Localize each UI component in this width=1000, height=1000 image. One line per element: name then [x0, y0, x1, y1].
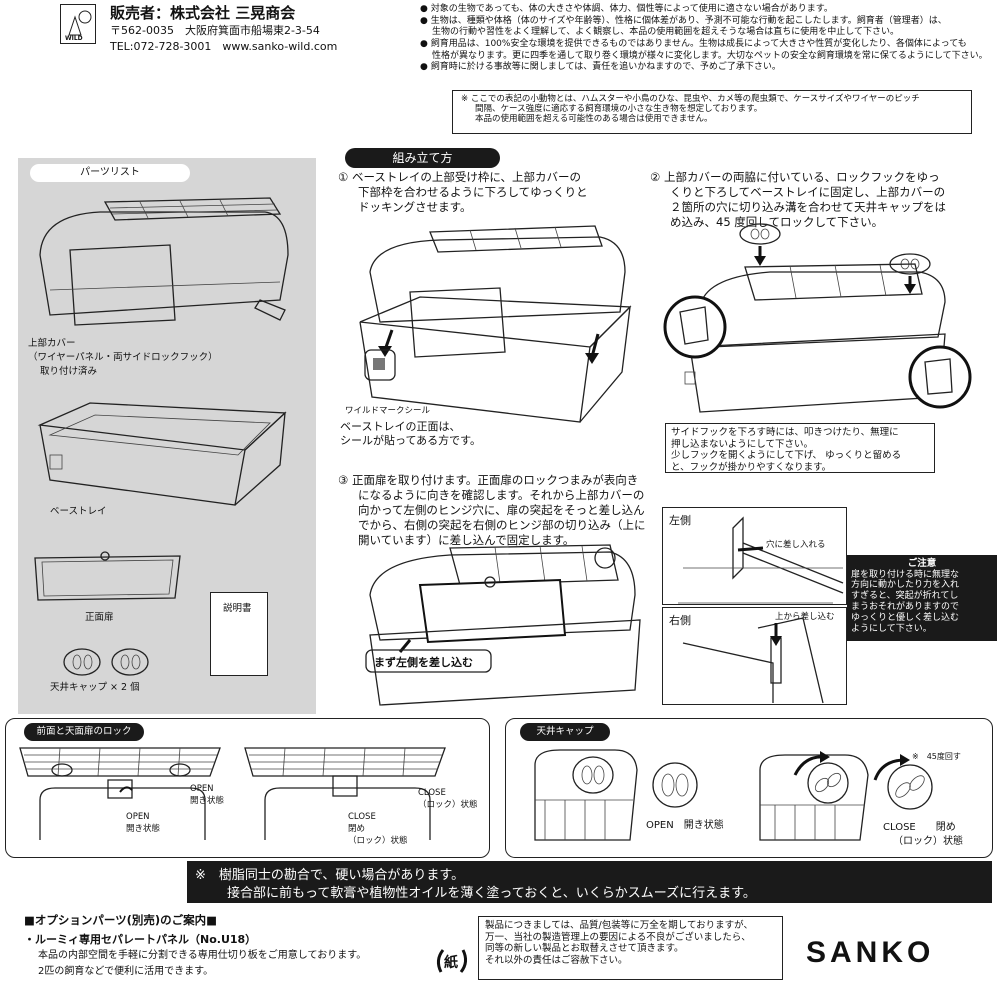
- cover-label-1: 上部カバー: [28, 338, 76, 349]
- cap-close-label-1: CLOSE 閉め: [883, 822, 956, 833]
- step2-note-3: 少しフックを開くようにして下げ、 ゆっくりと留める: [671, 450, 902, 462]
- step1-note-2: シールが貼ってある方です。: [340, 434, 482, 447]
- cover-label-2: （ワイヤーパネル・両サイドロックフック）: [28, 352, 218, 363]
- options-desc-2: 2匹の飼育などで便利に活用できます。: [38, 966, 214, 977]
- options-item: ・ルーミィ専用セパレートパネル（No.U18）: [24, 933, 257, 946]
- right-sub: 上から差し込む: [775, 612, 835, 622]
- door-drawing: [34, 551, 181, 601]
- left-label: 左側: [669, 514, 691, 527]
- step1-note-1: ベーストレイの正面は、: [340, 420, 461, 433]
- caution-6: ようにして下さい。: [851, 623, 932, 634]
- seller-address: 〒562-0035 大阪府箕面市船場東2-3-54: [110, 24, 320, 37]
- lock-title: 前面と天面扉のロック: [24, 723, 144, 741]
- manual-label: 説明書: [223, 603, 252, 614]
- cover-drawing: [39, 197, 289, 326]
- caution-box: ご注意 扉を取り付ける時に無理な 方向に動かしたり力を入れ すぎると、突起が折れ…: [847, 555, 997, 641]
- step2-drawing: [663, 223, 972, 413]
- lock-close-drawing: [244, 747, 446, 840]
- banner-line-1: ※ 樹脂同士の勘合で、硬い場合があります。: [195, 868, 465, 883]
- step1-text: ① ベーストレイの上部受け枠に、上部カバーの 下部枠を合わせるように下ろしてゆっ…: [338, 170, 588, 214]
- cap-open-label: OPEN 開き状態: [646, 820, 724, 831]
- caution-3: すぎると、突起が折れてし: [851, 591, 959, 602]
- right-detail: 右側 上から差し込む: [662, 607, 847, 705]
- cap-section: [505, 718, 993, 858]
- left-detail: 左側 穴に差し入れる: [662, 507, 847, 605]
- options-title: ■オプションパーツ(別売)のご案内■: [24, 913, 218, 927]
- lock-close-3: CLOSE: [348, 812, 376, 822]
- scope-note-1: ※ ここでの表記の小動物とは、ハムスターや小鳥のひな、昆虫や、カメ等の爬虫類で、…: [461, 94, 920, 104]
- cap-title: 天井キャップ: [520, 723, 610, 741]
- assembly-title: 組み立て方: [345, 148, 500, 168]
- banner-line-2: 接合部に前もって軟膏や植物性オイルを薄く塗っておくと、いくらかスムーズに行えます…: [227, 886, 756, 901]
- lock-section: [5, 718, 490, 858]
- brand-logo: SANKO: [806, 936, 935, 969]
- step1-drawing: [359, 225, 632, 423]
- lock-open-2b: 開き状態: [126, 824, 161, 834]
- caution-1: 扉を取り付ける時に無理な: [851, 569, 960, 580]
- right-label: 右側: [669, 614, 691, 627]
- warning-banner: ※ 樹脂同士の勘合で、硬い場合があります。 接合部に前もって軟膏や植物性オイルを…: [187, 861, 992, 903]
- notice-4: ● 飼育用品は、100%安全な環境を提供できるものではありません。生物は成長によ…: [420, 39, 967, 50]
- quality-box: 製品につきましては、品質/包装等に万全を期しておりますが、 万一、当社の製造管理…: [478, 916, 783, 980]
- quality-2: 万一、当社の製造管理上の要因による不良がございましたら、: [485, 931, 751, 943]
- step1-seal-label: ワイルドマークシール: [345, 406, 431, 416]
- tray-label: ベーストレイ: [50, 506, 107, 517]
- caution-5: ゆっくりと優しく差し込む: [851, 612, 960, 623]
- scope-note-box: ※ ここでの表記の小動物とは、ハムスターや小鳥のひな、昆虫や、カメ等の爬虫類で、…: [452, 90, 972, 134]
- caution-title: ご注意: [907, 558, 937, 569]
- step3-text: ③ 正面扉を取り付けます。正面扉のロックつまみが表向き になるように向きを確認し…: [338, 473, 646, 547]
- lock-open-1: OPEN: [190, 784, 214, 794]
- step2-note-2: 押し込まないようにして下さい。: [671, 438, 814, 450]
- caution-2: 方向に動かしたり力を入れ: [851, 580, 960, 591]
- cover-label-3: 取り付け済み: [40, 366, 98, 377]
- step2-note-1: サイドフックを下ろす時には、叩きつけたり、無理に: [671, 427, 899, 438]
- lock-open-1b: OPEN: [126, 812, 150, 822]
- seller-contact: TEL:072-728-3001 www.sanko-wild.com: [110, 40, 338, 53]
- tree-sun-icon: [68, 10, 92, 38]
- lock-close-5: （ロック）状態: [348, 836, 408, 846]
- cap-close-label-2: （ロック）状態: [893, 836, 963, 847]
- door-label: 正面扉: [85, 612, 114, 623]
- step2-note-box: サイドフックを下ろす時には、叩きつけたり、無理に 押し込まないようにして下さい。…: [665, 423, 935, 473]
- step2-text: ② 上部カバーの両脇に付いている、ロックフックをゆっ くりと下ろしてベーストレイ…: [650, 170, 946, 229]
- caps-label: 天井キャップ × 2 個: [50, 682, 140, 693]
- lock-close-4: 閉め: [348, 824, 366, 834]
- lock-close-2: （ロック）状態: [418, 800, 478, 810]
- seller-logo: WILD: [60, 4, 96, 44]
- scope-note-2: 間隔、ケース強度に適応する飼育環境の小さな生き物を想定しております。: [475, 104, 763, 115]
- quality-1: 製品につきましては、品質/包装等に万全を期しておりますが、: [485, 920, 753, 931]
- caps-drawing: [63, 648, 149, 676]
- lock-open-2: 開き状態: [190, 796, 225, 806]
- recycle-icon: [436, 949, 468, 973]
- logo-text: WILD: [65, 35, 83, 42]
- cap-open-drawing: [534, 749, 698, 841]
- cap-rotate-note: ※ 45度回す: [912, 752, 961, 761]
- step3-drawing: [365, 544, 641, 706]
- recycle-mark: 紙: [433, 942, 471, 980]
- step3-callout: まず左側を差し込む: [374, 656, 473, 669]
- left-sub: 穴に差し入れる: [766, 540, 826, 550]
- notice-5: 性格が異なります。更に四季を通して取り巻く環境が様々に変化します。大切なペットの…: [432, 50, 988, 61]
- notice-2: ● 生物は、種類や体格（体のサイズや年齢等）、性格に個体差があり、予測不可能な行…: [420, 15, 947, 26]
- cap-close-drawing: [759, 751, 933, 841]
- lock-close-1: CLOSE: [418, 788, 446, 798]
- notice-6: ● 飼育時に於ける事故等に関しましては、責任を追いかねますので、予めご了承下さい…: [420, 62, 781, 73]
- step2-note-4: と、フックが掛かりやすくなります。: [671, 461, 832, 473]
- options-desc-1: 本品の内部空間を手軽に分割できる専用仕切り板をご用意しております。: [38, 950, 367, 961]
- notice-list: ● 対象の生物であっても、体の大きさや体調、体力、個性等によって使用に適さない場…: [420, 4, 995, 74]
- recycle-text: 紙: [444, 955, 458, 971]
- parts-title: パーツリスト: [30, 164, 190, 182]
- notice-3: 生物の行動や習性をよく理解して、よく観察し、本品の使用範囲を超えそうな場合は直ち…: [432, 27, 900, 38]
- seller-name: 販売者：株式会社 三晃商会: [110, 4, 296, 22]
- caution-4: まうおそれがありますので: [851, 601, 960, 612]
- manual-card: 説明書: [210, 592, 268, 676]
- quality-4: それ以外の責任はご容赦下さい。: [485, 954, 628, 966]
- tray-drawing: [37, 402, 287, 506]
- scope-note-3: 本品の使用範囲を超える可能性のある場合は使用できません。: [475, 114, 713, 125]
- quality-3: 同等の新しい製品とお取替えさせて頂きます。: [485, 943, 684, 955]
- lock-open-drawing: [19, 747, 221, 840]
- notice-1: ● 対象の生物であっても、体の大きさや体調、体力、個性等によって使用に適さない場…: [420, 4, 833, 14]
